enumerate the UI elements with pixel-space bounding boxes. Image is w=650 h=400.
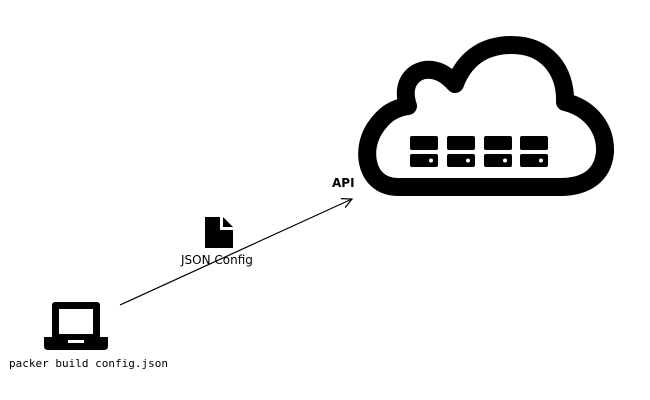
server-icon: [484, 136, 512, 167]
server-icon: [410, 136, 438, 167]
laptop-icon: [44, 302, 108, 350]
server-rack-group: [410, 136, 548, 167]
server-icon: [447, 136, 475, 167]
json-config-label: JSON Config: [181, 253, 253, 267]
cloud-icon: [358, 36, 614, 196]
document-icon: [205, 217, 233, 248]
api-label: API: [332, 176, 355, 190]
api-request-arrow: [119, 199, 352, 306]
packer-command-label: packer build config.json: [9, 357, 168, 370]
server-icon: [520, 136, 548, 167]
